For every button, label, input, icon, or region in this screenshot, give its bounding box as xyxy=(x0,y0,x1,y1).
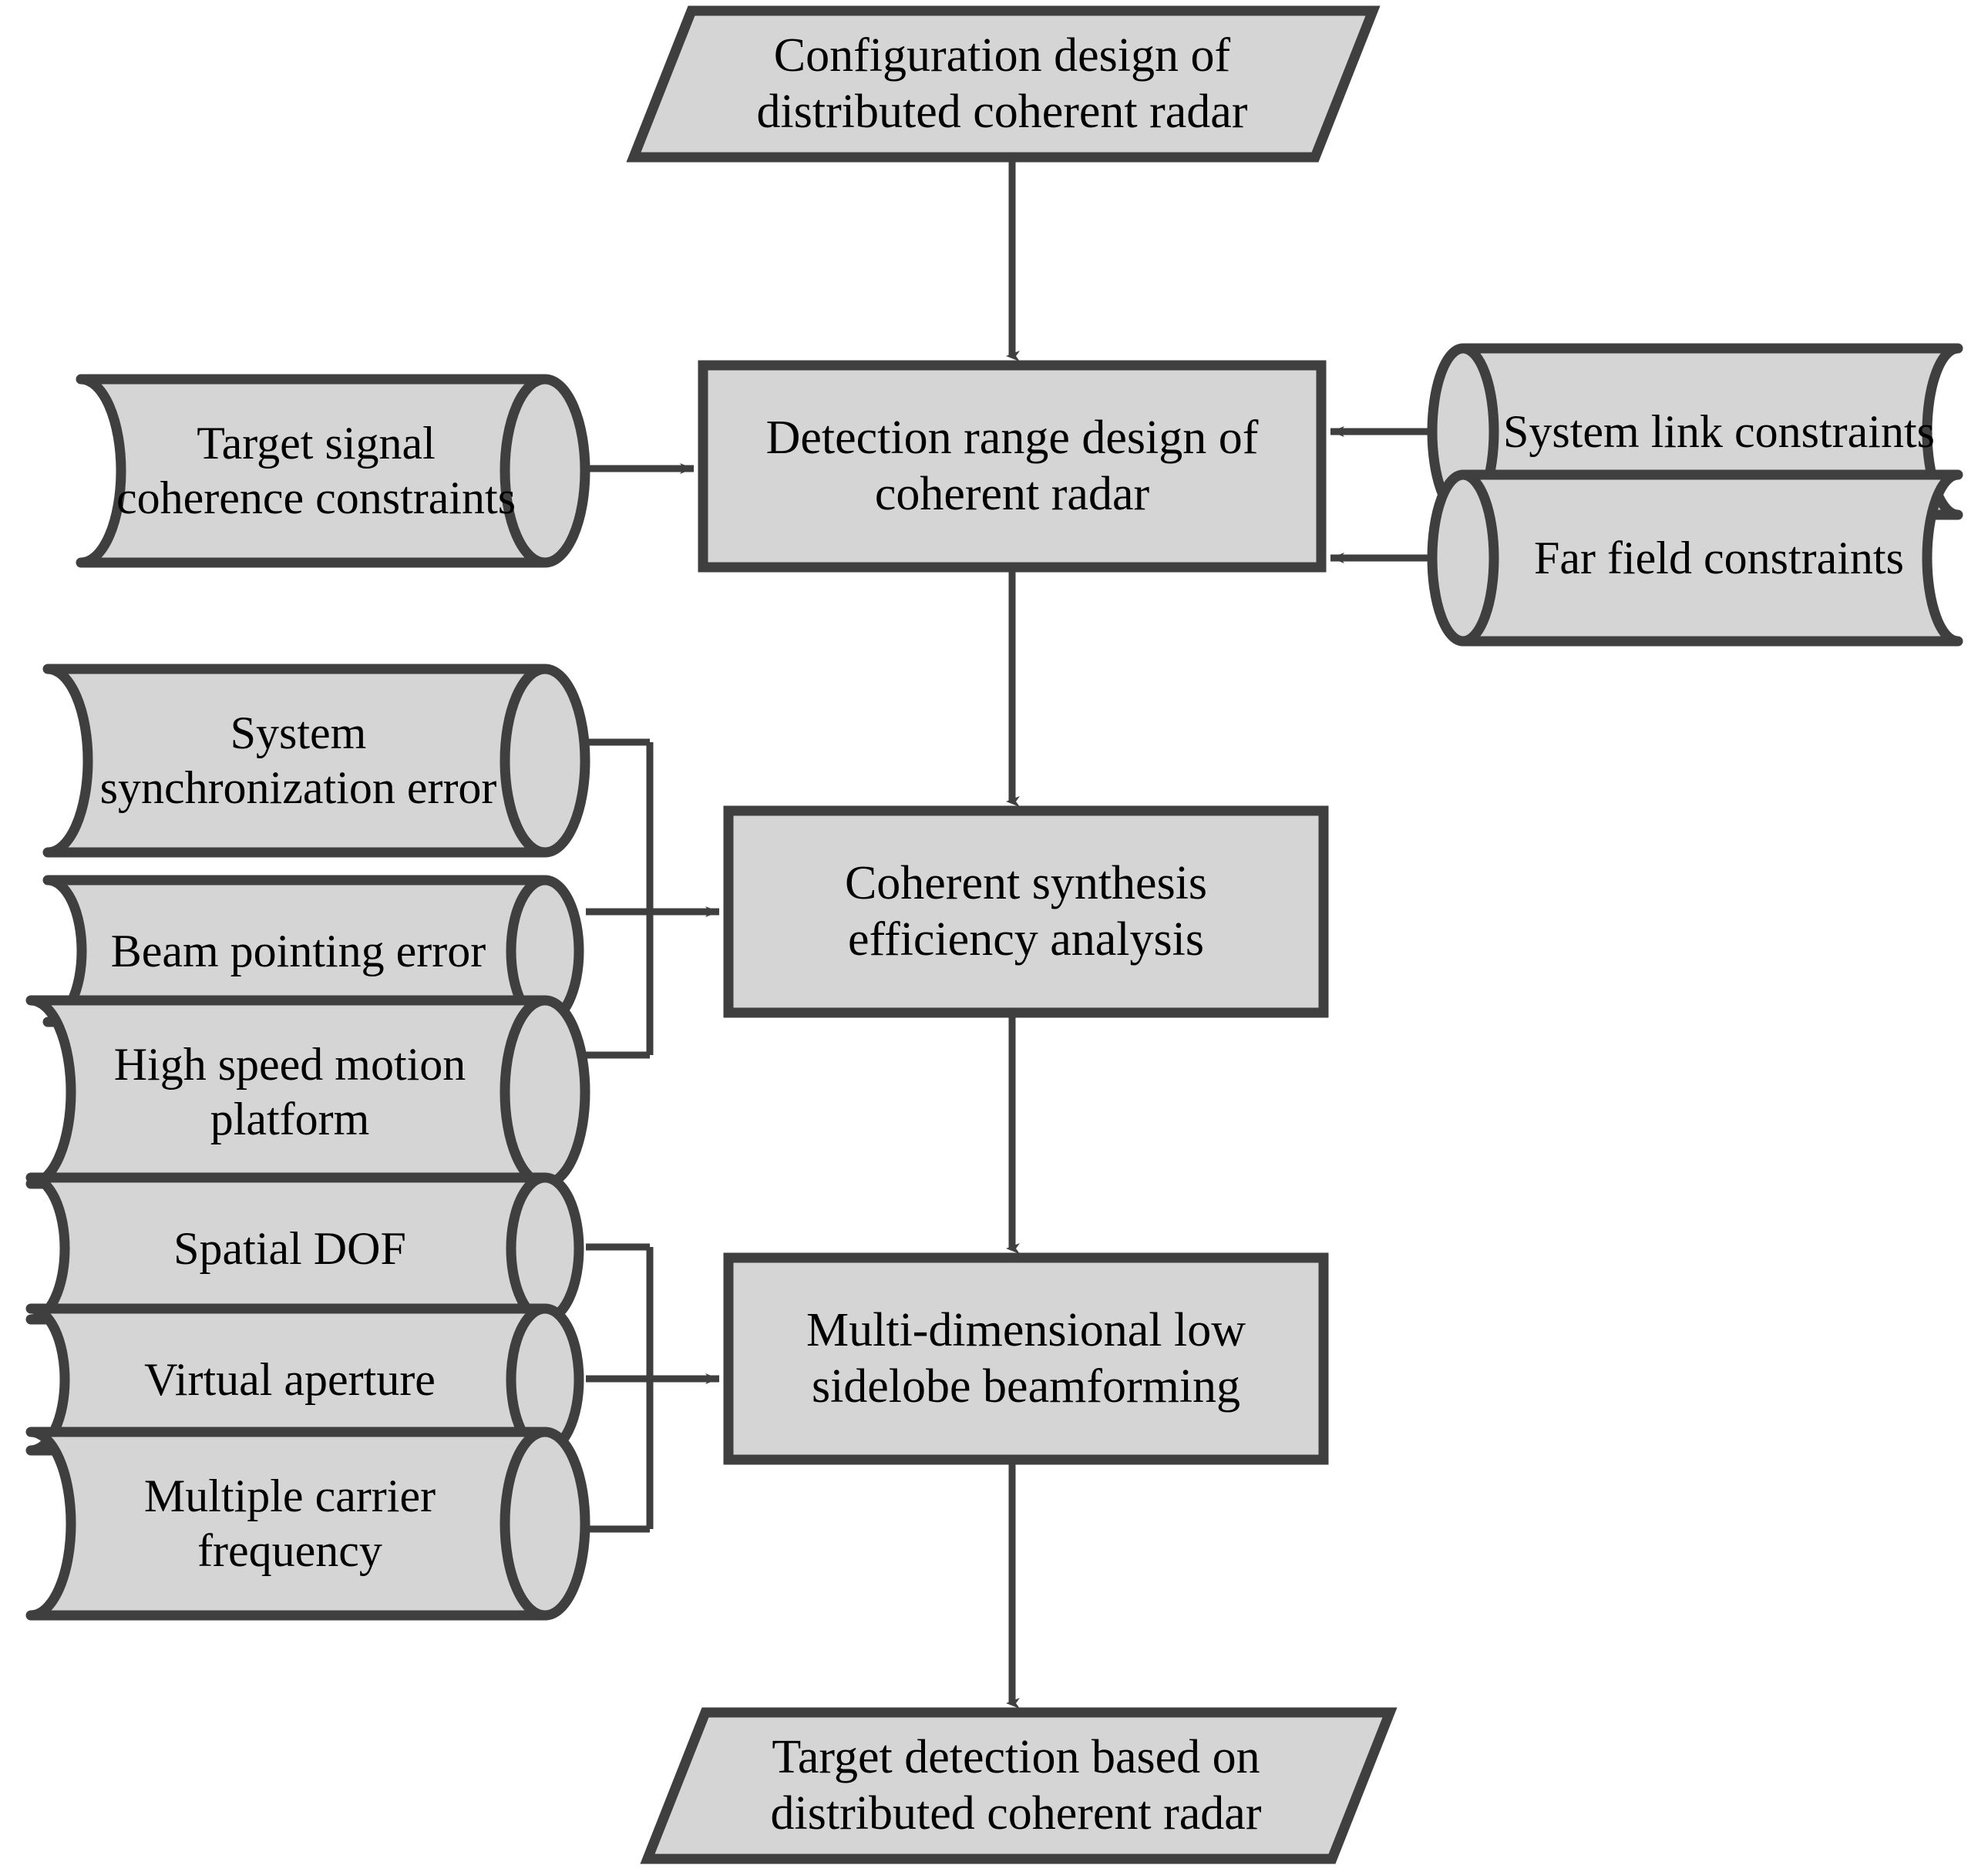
edge-bus-to-synthesis xyxy=(586,738,719,1059)
node-beamforming[interactable] xyxy=(723,1252,1329,1465)
node-coherent-synthesis-label: Coherent synthesis efficiency analysis xyxy=(844,856,1208,966)
node-spatial-dof-label: Spatial DOF xyxy=(173,1222,406,1274)
node-end-terminal[interactable] xyxy=(640,1707,1398,1864)
node-detection-range[interactable] xyxy=(698,360,1327,573)
node-start-terminal[interactable] xyxy=(626,5,1381,163)
node-start-terminal-label: Configuration design of distributed cohe… xyxy=(756,29,1248,138)
node-multiple-carrier-frequency[interactable] xyxy=(25,1427,590,1621)
node-detection-range-label: Detection range design of coherent radar xyxy=(765,411,1259,520)
node-multiple-carrier-frequency-label: Multiple carrier frequency xyxy=(143,1470,436,1576)
node-beam-pointing-error-label: Beam pointing error xyxy=(110,925,486,976)
node-high-speed-platform[interactable] xyxy=(25,995,590,1189)
node-system-link[interactable] xyxy=(1427,343,1963,520)
node-spatial-dof[interactable] xyxy=(25,1172,584,1325)
node-virtual-aperture[interactable] xyxy=(25,1303,584,1456)
node-target-signal-coherence-label: Target signal coherence constraints xyxy=(116,418,516,523)
node-system-sync-error-label: System synchronization error xyxy=(99,707,497,813)
node-end-terminal-label: Target detection based on distributed co… xyxy=(770,1730,1262,1840)
node-beamforming-label: Multi-dimensional low sidelobe beamformi… xyxy=(806,1303,1246,1413)
node-coherent-synthesis[interactable] xyxy=(723,805,1329,1018)
node-target-signal-coherence[interactable] xyxy=(76,374,590,568)
edge-bus-to-beamforming xyxy=(586,1243,719,1533)
node-beam-pointing-error[interactable] xyxy=(42,875,584,1027)
node-far-field[interactable] xyxy=(1427,469,1963,647)
node-system-sync-error[interactable] xyxy=(42,664,590,858)
node-high-speed-platform-label: High speed motion platform xyxy=(113,1039,466,1144)
node-system-link-label: System link constraints xyxy=(1503,405,1935,457)
node-far-field-label: Far field constraints xyxy=(1534,532,1904,583)
node-virtual-aperture-label: Virtual aperture xyxy=(144,1353,436,1405)
